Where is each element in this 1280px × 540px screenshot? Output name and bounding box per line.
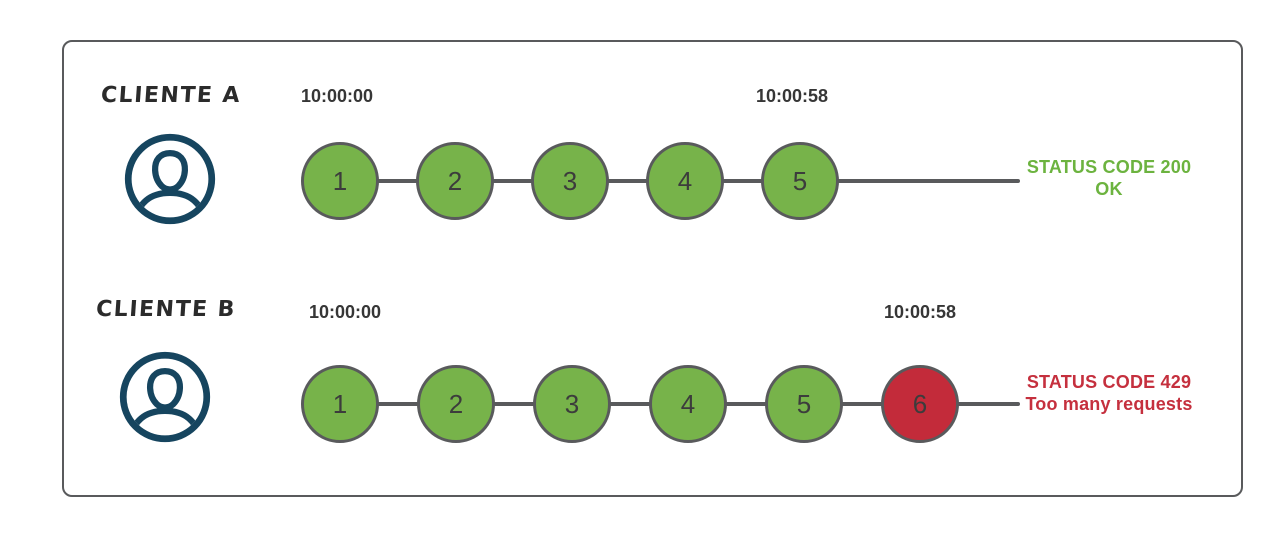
request-circle: 5 xyxy=(761,142,839,220)
request-circle: 2 xyxy=(416,142,494,220)
request-circle: 4 xyxy=(646,142,724,220)
request-circle: 2 xyxy=(417,365,495,443)
status-message: Too many requests xyxy=(1025,394,1193,414)
status-text: STATUS CODE 429 Too many requests xyxy=(1024,371,1194,415)
request-circle: 3 xyxy=(531,142,609,220)
status-code: STATUS CODE 429 xyxy=(1026,372,1192,392)
status-message: OK xyxy=(1095,179,1123,199)
start-timestamp: 10:00:00 xyxy=(308,302,382,322)
client-b-label: CLIENTE B xyxy=(95,297,237,322)
request-circle-blocked: 6 xyxy=(881,365,959,443)
start-timestamp: 10:00:00 xyxy=(300,86,374,106)
diagram-frame xyxy=(62,40,1243,497)
user-icon xyxy=(124,133,216,225)
end-timestamp: 10:00:58 xyxy=(883,302,957,322)
request-circle: 4 xyxy=(649,365,727,443)
user-icon xyxy=(119,351,211,443)
request-circle: 1 xyxy=(301,142,379,220)
request-circle: 3 xyxy=(533,365,611,443)
status-code: STATUS CODE 200 xyxy=(1026,157,1192,177)
end-timestamp: 10:00:58 xyxy=(755,86,829,106)
client-a-label: CLIENTE A xyxy=(100,83,242,108)
request-circle: 5 xyxy=(765,365,843,443)
request-circle: 1 xyxy=(301,365,379,443)
status-text: STATUS CODE 200 OK xyxy=(1024,156,1194,200)
